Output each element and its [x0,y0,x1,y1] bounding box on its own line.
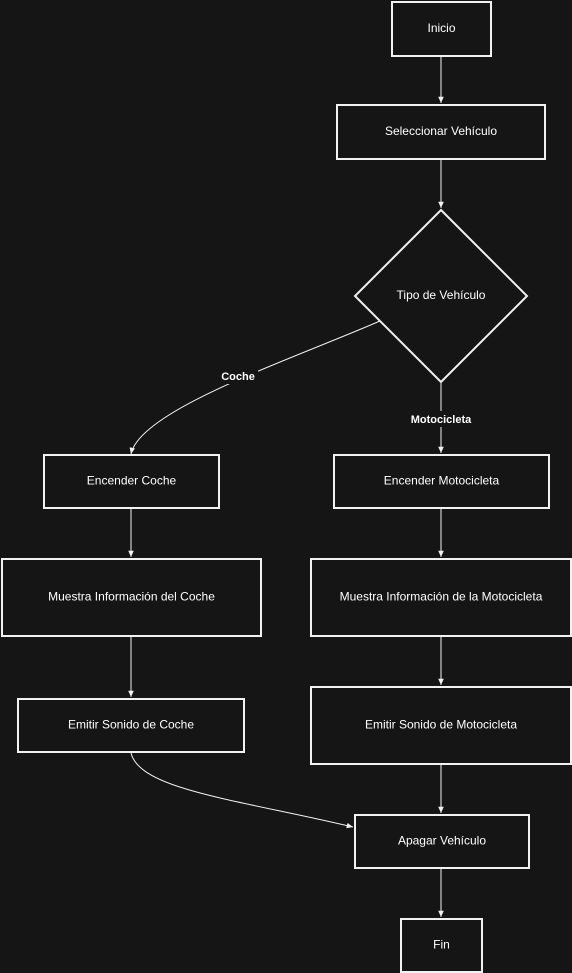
svg-text:Emitir Sonido de Coche: Emitir Sonido de Coche [68,718,194,732]
edge-label-coche: Coche [218,368,258,384]
node-encender-coche: Encender Coche [43,454,220,509]
node-sonido-motocicleta: Emitir Sonido de Motocicleta [310,686,572,765]
svg-text:Fin: Fin [433,938,450,952]
node-sonido-coche: Emitir Sonido de Coche [17,698,245,753]
svg-text:Tipo de Vehículo: Tipo de Vehículo [397,288,486,302]
svg-text:Encender Motocicleta: Encender Motocicleta [384,474,500,488]
node-info-coche: Muestra Información del Coche [1,558,262,637]
svg-text:Apagar Vehículo: Apagar Vehículo [398,834,486,848]
edge-tipo-coche [129,320,381,455]
node-encender-motocicleta: Encender Motocicleta [333,454,550,509]
edge-label-motocicleta: Motocicleta [409,411,473,427]
svg-text:Muestra Información del Coche: Muestra Información del Coche [48,590,215,604]
node-inicio: Inicio [391,1,492,57]
node-seleccionar-vehiculo: Seleccionar Vehículo [336,104,546,160]
node-info-motocicleta: Muestra Información de la Motocicleta [310,558,572,637]
svg-text:Coche: Coche [221,371,255,383]
svg-text:Motocicleta: Motocicleta [411,414,472,426]
svg-text:Encender Coche: Encender Coche [87,474,177,488]
node-apagar-vehiculo: Apagar Vehículo [354,814,530,869]
svg-text:Seleccionar Vehículo: Seleccionar Vehículo [385,124,497,138]
node-fin: Fin [400,918,483,973]
svg-text:Muestra Información de la Moto: Muestra Información de la Motocicleta [340,590,543,604]
edge-sonido-coche-apagar [130,752,354,829]
node-tipo-vehiculo: Tipo de Vehículo [353,208,529,384]
svg-text:Emitir Sonido de Motocicleta: Emitir Sonido de Motocicleta [365,718,517,732]
svg-text:Inicio: Inicio [427,21,455,35]
